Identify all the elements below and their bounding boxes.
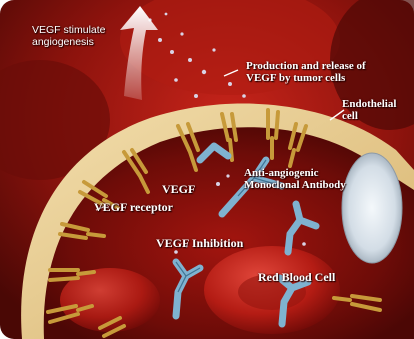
vegf-dot — [194, 94, 198, 98]
vegf-dot — [170, 50, 174, 54]
vegf-dot — [212, 48, 215, 51]
label-red-blood-cell: Red Blood Cell — [258, 271, 335, 283]
label-vegf-receptor: VEGF receptor — [94, 201, 173, 213]
vegf-dot — [228, 82, 232, 86]
label-endothelial-cell: Endothelial cell — [342, 98, 396, 122]
label-anti-angiogenic: Anti-angiogenic Monoclonal Antibody — [244, 167, 346, 191]
vegf-dot — [174, 78, 178, 82]
label-vegf: VEGF — [162, 183, 195, 195]
vegf-dot — [188, 58, 192, 62]
endothelial-nucleus — [342, 153, 402, 263]
vegf-dot — [226, 174, 229, 177]
vegf-dot — [165, 13, 168, 16]
vegf-dot — [174, 250, 178, 254]
label-production-release: Production and release of VEGF by tumor … — [246, 60, 366, 84]
vegf-dot — [302, 242, 306, 246]
label-vegf-inhibition: VEGF Inhibition — [156, 237, 243, 249]
vegf-dot — [216, 182, 220, 186]
vegf-dot — [158, 38, 162, 42]
vegf-dot — [180, 32, 183, 35]
vegf-dot — [202, 70, 206, 74]
label-vegf-stimulate: VEGF stimulate angiogenesis — [32, 24, 106, 48]
vegf-dot — [242, 94, 246, 98]
